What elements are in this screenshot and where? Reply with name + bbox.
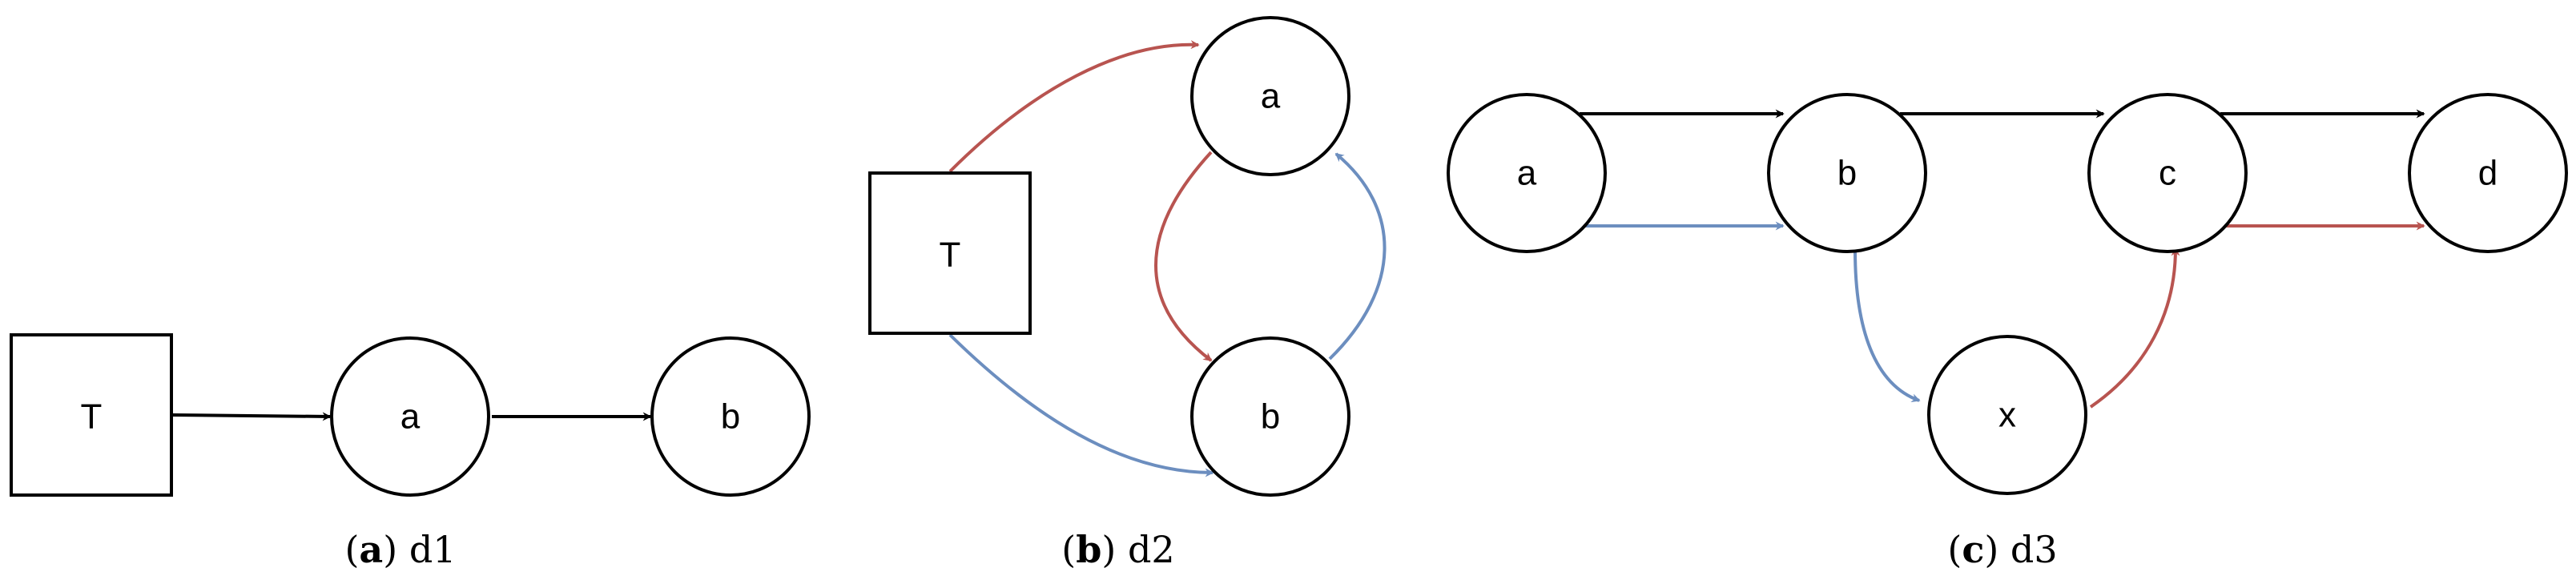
panel-a-node-a-label: a xyxy=(400,397,421,437)
panel-b-node-a-label: a xyxy=(1261,77,1281,116)
panel-a-node-b-label: b xyxy=(721,397,740,437)
panel-b-caption-letter: b xyxy=(1076,528,1101,571)
panel-a-caption-close-paren: ) xyxy=(383,528,409,571)
panel-b-node-t-label: T xyxy=(940,236,961,275)
panel-b-node-b-label: b xyxy=(1261,397,1280,437)
edge-a-t-to-a xyxy=(172,412,332,421)
panel-c-caption-letter: c xyxy=(1962,528,1984,571)
edge-c-b-to-x xyxy=(1854,249,1921,403)
edge-b-b-to-a xyxy=(1328,152,1387,360)
panel-b-node-b-circle xyxy=(1190,336,1350,497)
panel-a-caption-letter: a xyxy=(359,528,383,571)
edge-b-t-to-a xyxy=(948,40,1200,173)
panel-c-node-b-label: b xyxy=(1837,154,1857,193)
panel-a-node-b-circle xyxy=(650,336,811,497)
panel-c-caption-open-paren: ( xyxy=(1947,528,1962,571)
panel-a-caption-open-paren: ( xyxy=(344,528,359,571)
panel-a-node-t-box xyxy=(10,333,173,497)
panel-c-node-c-circle xyxy=(2087,93,2248,253)
edge-c-x-to-c xyxy=(2089,247,2180,409)
panel-c-caption: (c) d3 xyxy=(1947,528,2057,571)
panel-c-node-b-circle xyxy=(1767,93,1927,253)
panel-a-node-a-circle xyxy=(330,336,490,497)
panel-a-caption: (a) d1 xyxy=(344,528,456,571)
panel-c-node-x-label: x xyxy=(1998,396,2016,435)
panel-c-node-a-circle xyxy=(1447,93,1607,253)
panel-b-node-t-box xyxy=(868,171,1032,335)
panel-c-node-x-circle xyxy=(1927,335,2087,495)
panel-c: a b c d x (c) d3 xyxy=(1447,93,2568,571)
panel-b: T a b (b) d2 xyxy=(868,16,1387,571)
panel-c-caption-name: d3 xyxy=(2010,528,2058,571)
panel-c-node-a-label: a xyxy=(1517,154,1537,193)
edge-b-a-to-b xyxy=(1154,151,1213,362)
panel-c-node-c-label: c xyxy=(2159,154,2176,193)
panel-a-caption-name: d1 xyxy=(409,528,457,571)
panel-b-caption-open-paren: ( xyxy=(1061,528,1076,571)
panel-b-caption: (b) d2 xyxy=(1061,528,1174,571)
panel-c-caption-close-paren: ) xyxy=(1984,528,2010,571)
panel-a: T a b (a) d1 xyxy=(10,333,811,571)
panel-b-caption-close-paren: ) xyxy=(1101,528,1128,571)
panel-c-node-d-label: d xyxy=(2478,154,2498,193)
panel-b-node-a-circle xyxy=(1190,16,1350,176)
panel-b-caption-name: d2 xyxy=(1128,528,1175,571)
panel-c-node-d-circle xyxy=(2408,93,2568,253)
panel-a-node-t-label: T xyxy=(81,397,103,437)
edge-b-t-to-b xyxy=(948,333,1214,477)
